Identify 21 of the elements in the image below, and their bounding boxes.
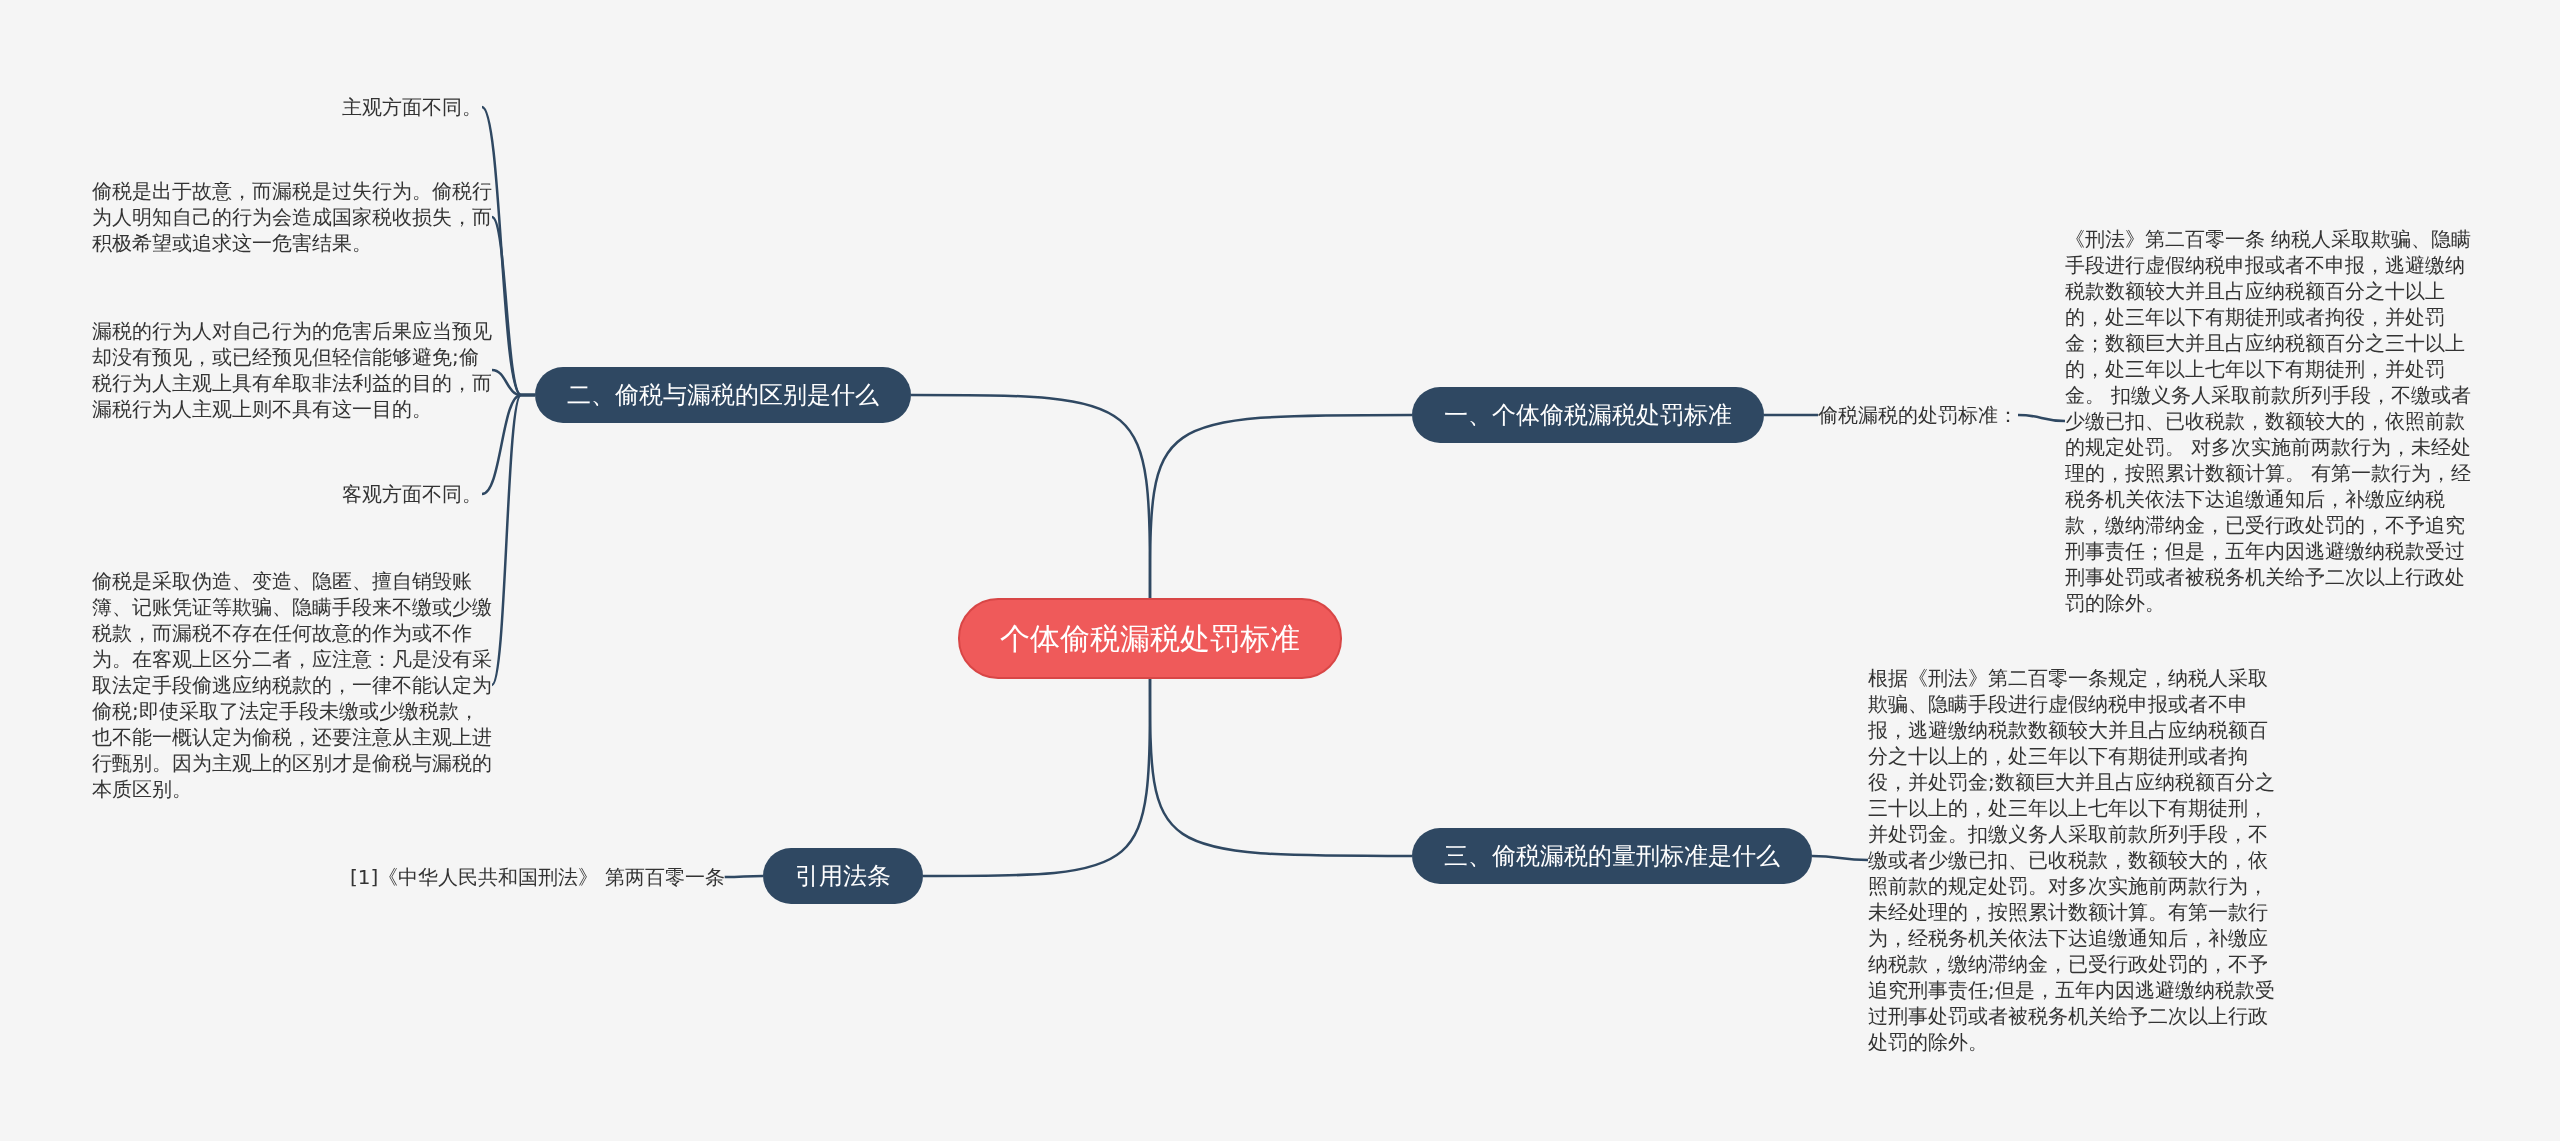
connector-line bbox=[490, 393, 535, 686]
connector-line bbox=[724, 874, 763, 879]
topic-text: 根据《刑法》第二百零一条规定，纳税人采取欺骗、隐瞒手段进行虚假纳税申报或者不申报，逃避缴纳税款数额较大并且占应纳税额百分之十以上的，处三年以下有期徒刑或者拘役，并处罚金;数额巨大并且占应纳税额百分之三十以上的，处三年以上七年以下有期徒刑，并处罚金。扣缴义务人采取前款所列手段，不缴或者少缴已扣、已收税款，数额较大的，依照前款的规定处罚。对多次实施前两款行为，未经处理的，按照累计数额计算。有第一款行为，经税务机关依法下达追缴通知后，补缴应纳税款，缴纳滞纳金，已受行政处罚的，不予追究刑事责任;但是，五年内因逃避缴纳税款受过刑事处罚或者被税务机关给予二次以上行政处罚的除外。 bbox=[1868, 665, 2278, 1055]
connector-line bbox=[923, 679, 1152, 878]
topic-text: 偷税是出于故意，而漏税是过失行为。偷税行为人明知自己的行为会造成国家税收损失，而积极希望或追求这一危害结果。 bbox=[92, 178, 492, 256]
topic-text: 《刑法》第二百零一条 纳税人采取欺骗、隐瞒手段进行虚假纳税申报或者不申报，逃避缴纳税款数额较大并且占应纳税额百分之十以上的，处三年以下有期徒刑或者拘役，并处罚金；数额巨大并且占应纳税额百分之三十以上的，处三年以上七年以下有期徒刑，并处罚金。 扣缴义务人采取前款所列手段，不缴或者少缴已扣、已收税款，数额较大的，依照前款的规定处罚。 对多次实施前两款行为，未经处理的，按照累计数额计算。 有第一款行为，经税务机关依法下达追缴通知后，补缴应纳税款，缴纳滞纳金，已受行政处罚的，不予追究刑事责任；但是，五年内因逃避缴纳税款受过刑事处罚或者被税务机关给予二次以上行政处罚的除外。 bbox=[2065, 226, 2480, 616]
branch-topic: 引用法条 bbox=[763, 848, 923, 904]
connector-line bbox=[1812, 854, 1868, 862]
topic-text: 偷税漏税的处罚标准： bbox=[1818, 402, 2018, 428]
topic-text: 偷税是采取伪造、变造、隐匿、擅自销毁账簿、记账凭证等欺骗、隐瞒手段来不缴或少缴税款，而漏税不存在任何故意的作为或不作为。在客观上区分二者，应注意：凡是没有采取法定手段偷逃应纳税款的，一律不能认定为偷税;即使采取了法定手段未缴或少缴税款，也不能一概认定为偷税，还要注意从主观上进行甄别。因为主观上的区别才是偷税与漏税的本质区别。 bbox=[92, 568, 492, 802]
connector-line bbox=[911, 393, 1152, 598]
connector-line bbox=[2017, 413, 2066, 423]
topic-text: [1]《中华人民共和国刑法》 第两百零一条 bbox=[350, 864, 725, 890]
topic-text: 主观方面不同。 bbox=[342, 94, 482, 120]
branch-topic: 一、个体偷税漏税处罚标准 bbox=[1412, 387, 1764, 443]
topic-text: 漏税的行为人对自己行为的危害后果应当预见却没有预见，或已经预见但轻信能够避免;偷税行为人主观上具有牟取非法利益的目的，而漏税行为人主观上则不具有这一目的。 bbox=[92, 318, 492, 422]
connector-line bbox=[1764, 413, 1818, 417]
topic-text: 客观方面不同。 bbox=[342, 481, 482, 507]
central-topic: 个体偷税漏税处罚标准 bbox=[958, 598, 1342, 679]
branch-topic: 二、偷税与漏税的区别是什么 bbox=[535, 367, 911, 423]
branch-topic: 三、偷税漏税的量刑标准是什么 bbox=[1412, 828, 1812, 884]
